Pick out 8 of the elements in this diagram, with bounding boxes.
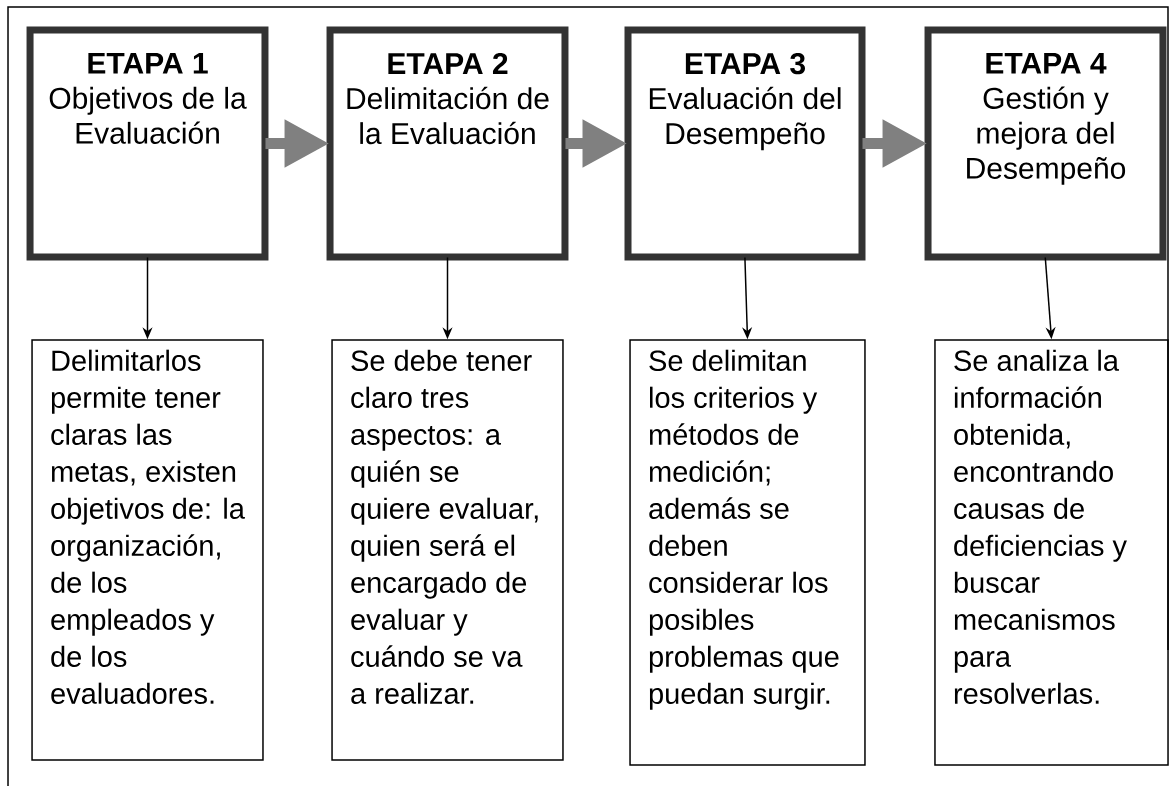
stage-box: ETAPA 2 Delimitación de la Evaluación — [326, 26, 569, 261]
description-box: Se analiza la información obtenida, encontrando causas de deficiencias y buscar mecanismos para resolverlas. — [934, 339, 1169, 766]
description-box: Delimitarlos permite tener claras las metas, existen objetivos de: la organización, de los empleados y de los evaluadores. — [31, 339, 264, 761]
description-box: Se debe tener claro tres aspectos: a quién se quiere evaluar, quien será el encargado de evaluar y cuándo se va a realizar. — [331, 339, 564, 761]
stage-box: ETAPA 4 Gestión y mejora del Desempeño — [924, 26, 1167, 261]
stage-box: ETAPA 3 Evaluación del Desempeño — [624, 26, 866, 261]
stage-box: ETAPA 1 Objetivos de la Evaluación — [26, 26, 269, 261]
description-box: Se delimitan los criterios y métodos de medición; además se deben considerar los posibles problemas que puedan surgir. — [629, 339, 866, 766]
